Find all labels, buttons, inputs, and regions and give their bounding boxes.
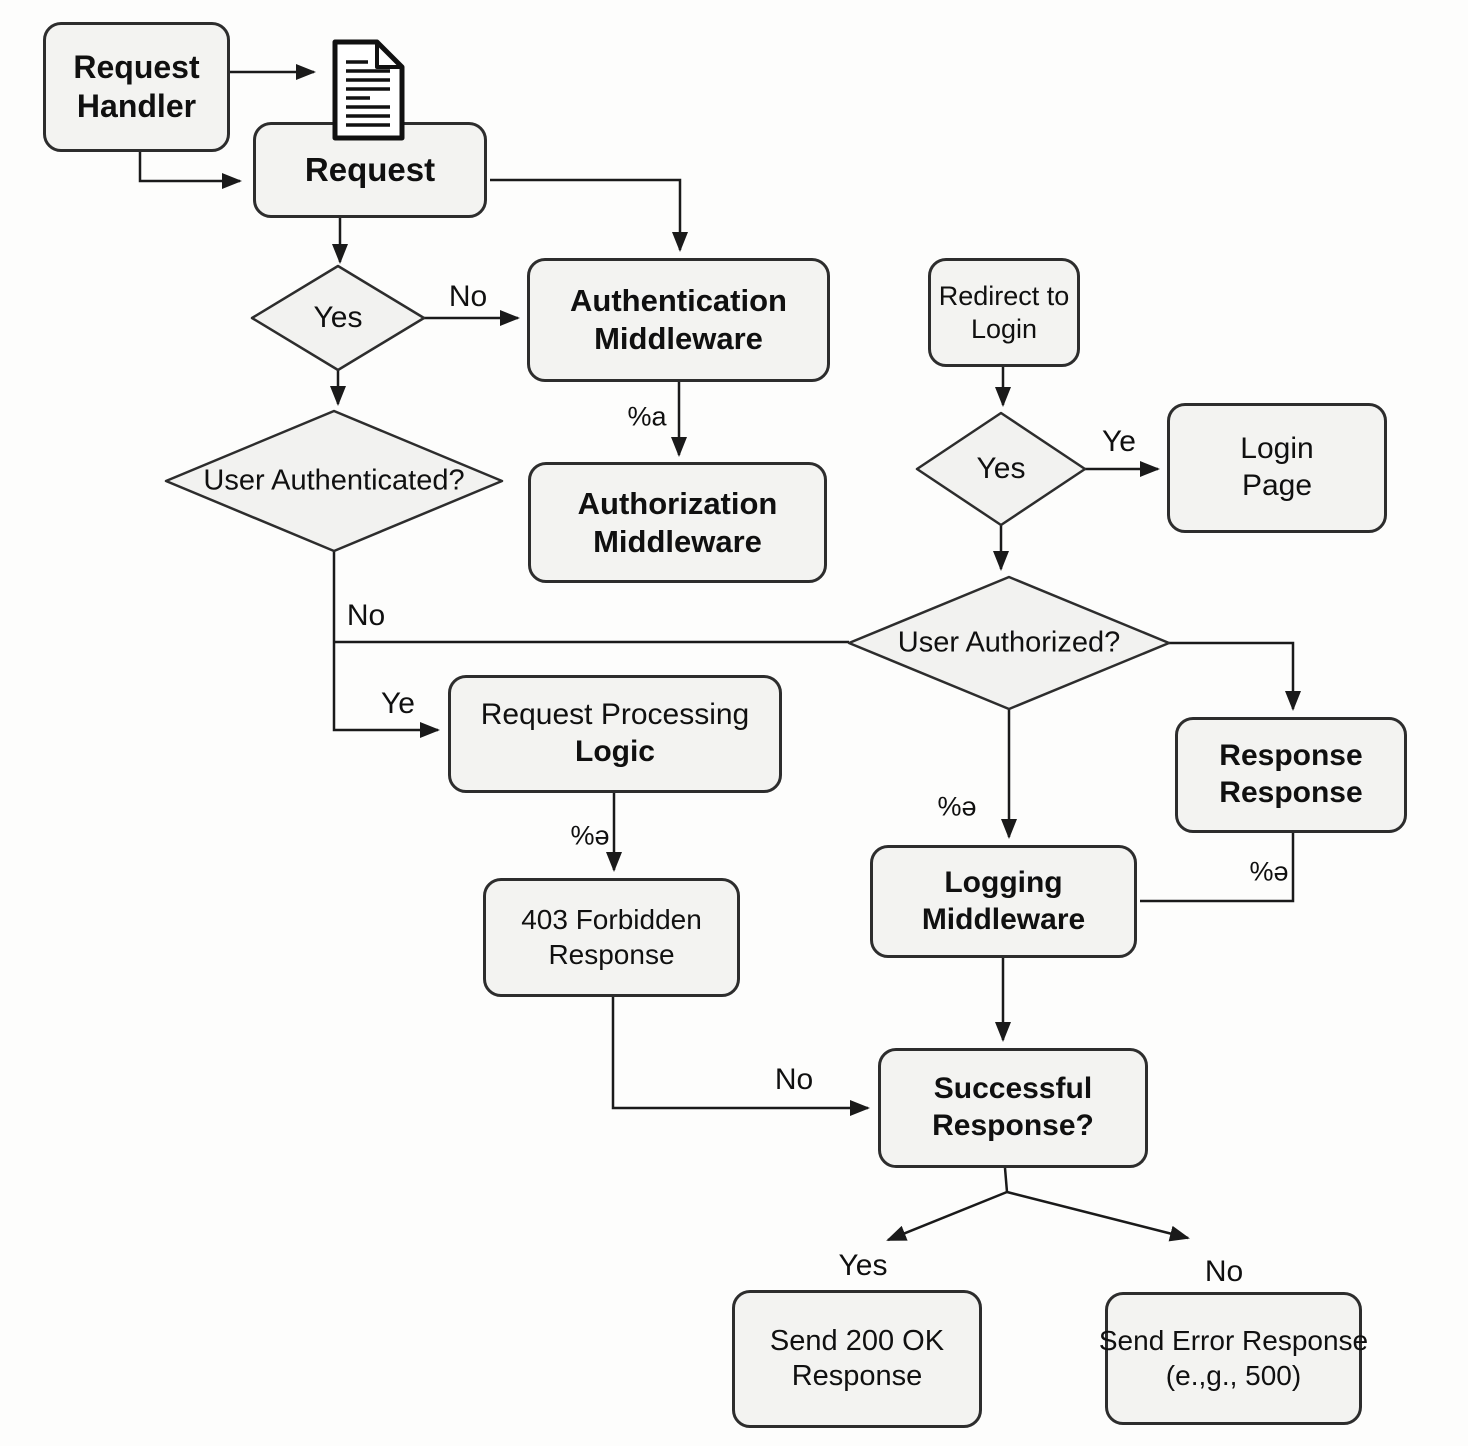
node-send-200-ok-response: Send 200 OK Response xyxy=(732,1290,982,1428)
node-login-page: Login Page xyxy=(1167,403,1387,533)
edge-successful-to-200 xyxy=(886,1190,1008,1242)
decision-user-authenticated-label: User Authenticated? xyxy=(203,464,465,497)
decision-user-authorized-label: User Authorized? xyxy=(897,626,1121,659)
edge-403-to-successful xyxy=(611,997,870,1116)
edge-label-pct-e-processing: %ə xyxy=(570,820,610,851)
edge-successful-fork-stem xyxy=(1003,1167,1009,1193)
node-authorization-middleware: Authorization Middleware xyxy=(528,462,827,583)
node-successful-response: Successful Response? xyxy=(878,1048,1148,1168)
decision-user-authenticated-shape xyxy=(164,409,504,553)
edge-label-no-to-auth: No xyxy=(448,280,488,313)
node-request-processing-logic-line2: Logic xyxy=(575,735,655,768)
node-logging-middleware: Logging Middleware xyxy=(870,845,1137,958)
node-request-handler: Request Handler xyxy=(43,22,230,152)
edge-successful-to-error xyxy=(1006,1190,1190,1242)
decision-user-authorized-shape xyxy=(847,575,1171,711)
edge-handler-to-request xyxy=(138,152,242,189)
edge-label-no-to-successful: No xyxy=(774,1063,814,1096)
node-send-error-response: Send Error Response (e.,g., 500) xyxy=(1099,1292,1368,1425)
edge-label-no-to-error: No xyxy=(1204,1255,1244,1288)
edge-label-ye-to-login: Ye xyxy=(1102,425,1136,458)
node-authentication-middleware: Authentication Middleware xyxy=(527,258,830,382)
node-403-forbidden-response: 403 Forbidden Response xyxy=(483,878,740,997)
edge-label-no-user-authenticated: No xyxy=(346,599,386,632)
node-redirect-to-login: Redirect to Login xyxy=(928,258,1080,367)
node-request-processing-logic: Request Processing Logic xyxy=(448,675,782,793)
edge-response-to-logging xyxy=(1140,833,1295,903)
decision-yes-right-label: Yes xyxy=(976,452,1026,485)
edge-label-ye-to-processing: Ye xyxy=(381,687,415,720)
edge-label-pct-a: %a xyxy=(627,401,667,432)
decision-yes-right-shape xyxy=(915,411,1087,527)
node-response-response: Response Response xyxy=(1175,717,1407,833)
edge-label-pct-e-logging: %ə xyxy=(937,791,977,822)
document-icon xyxy=(328,38,408,142)
edge-request-to-authentication xyxy=(490,178,688,252)
edge-user-authorized-to-response xyxy=(1169,641,1301,711)
node-request-processing-logic-line1: Request Processing xyxy=(480,698,750,732)
decision-yes-left-label: Yes xyxy=(313,301,363,334)
edge-user-authenticated-to-processing xyxy=(332,551,440,738)
decision-yes-left-shape xyxy=(250,264,426,372)
edge-label-pct-e-response: %ə xyxy=(1249,856,1289,887)
edge-label-yes-to-200: Yes xyxy=(838,1249,888,1282)
